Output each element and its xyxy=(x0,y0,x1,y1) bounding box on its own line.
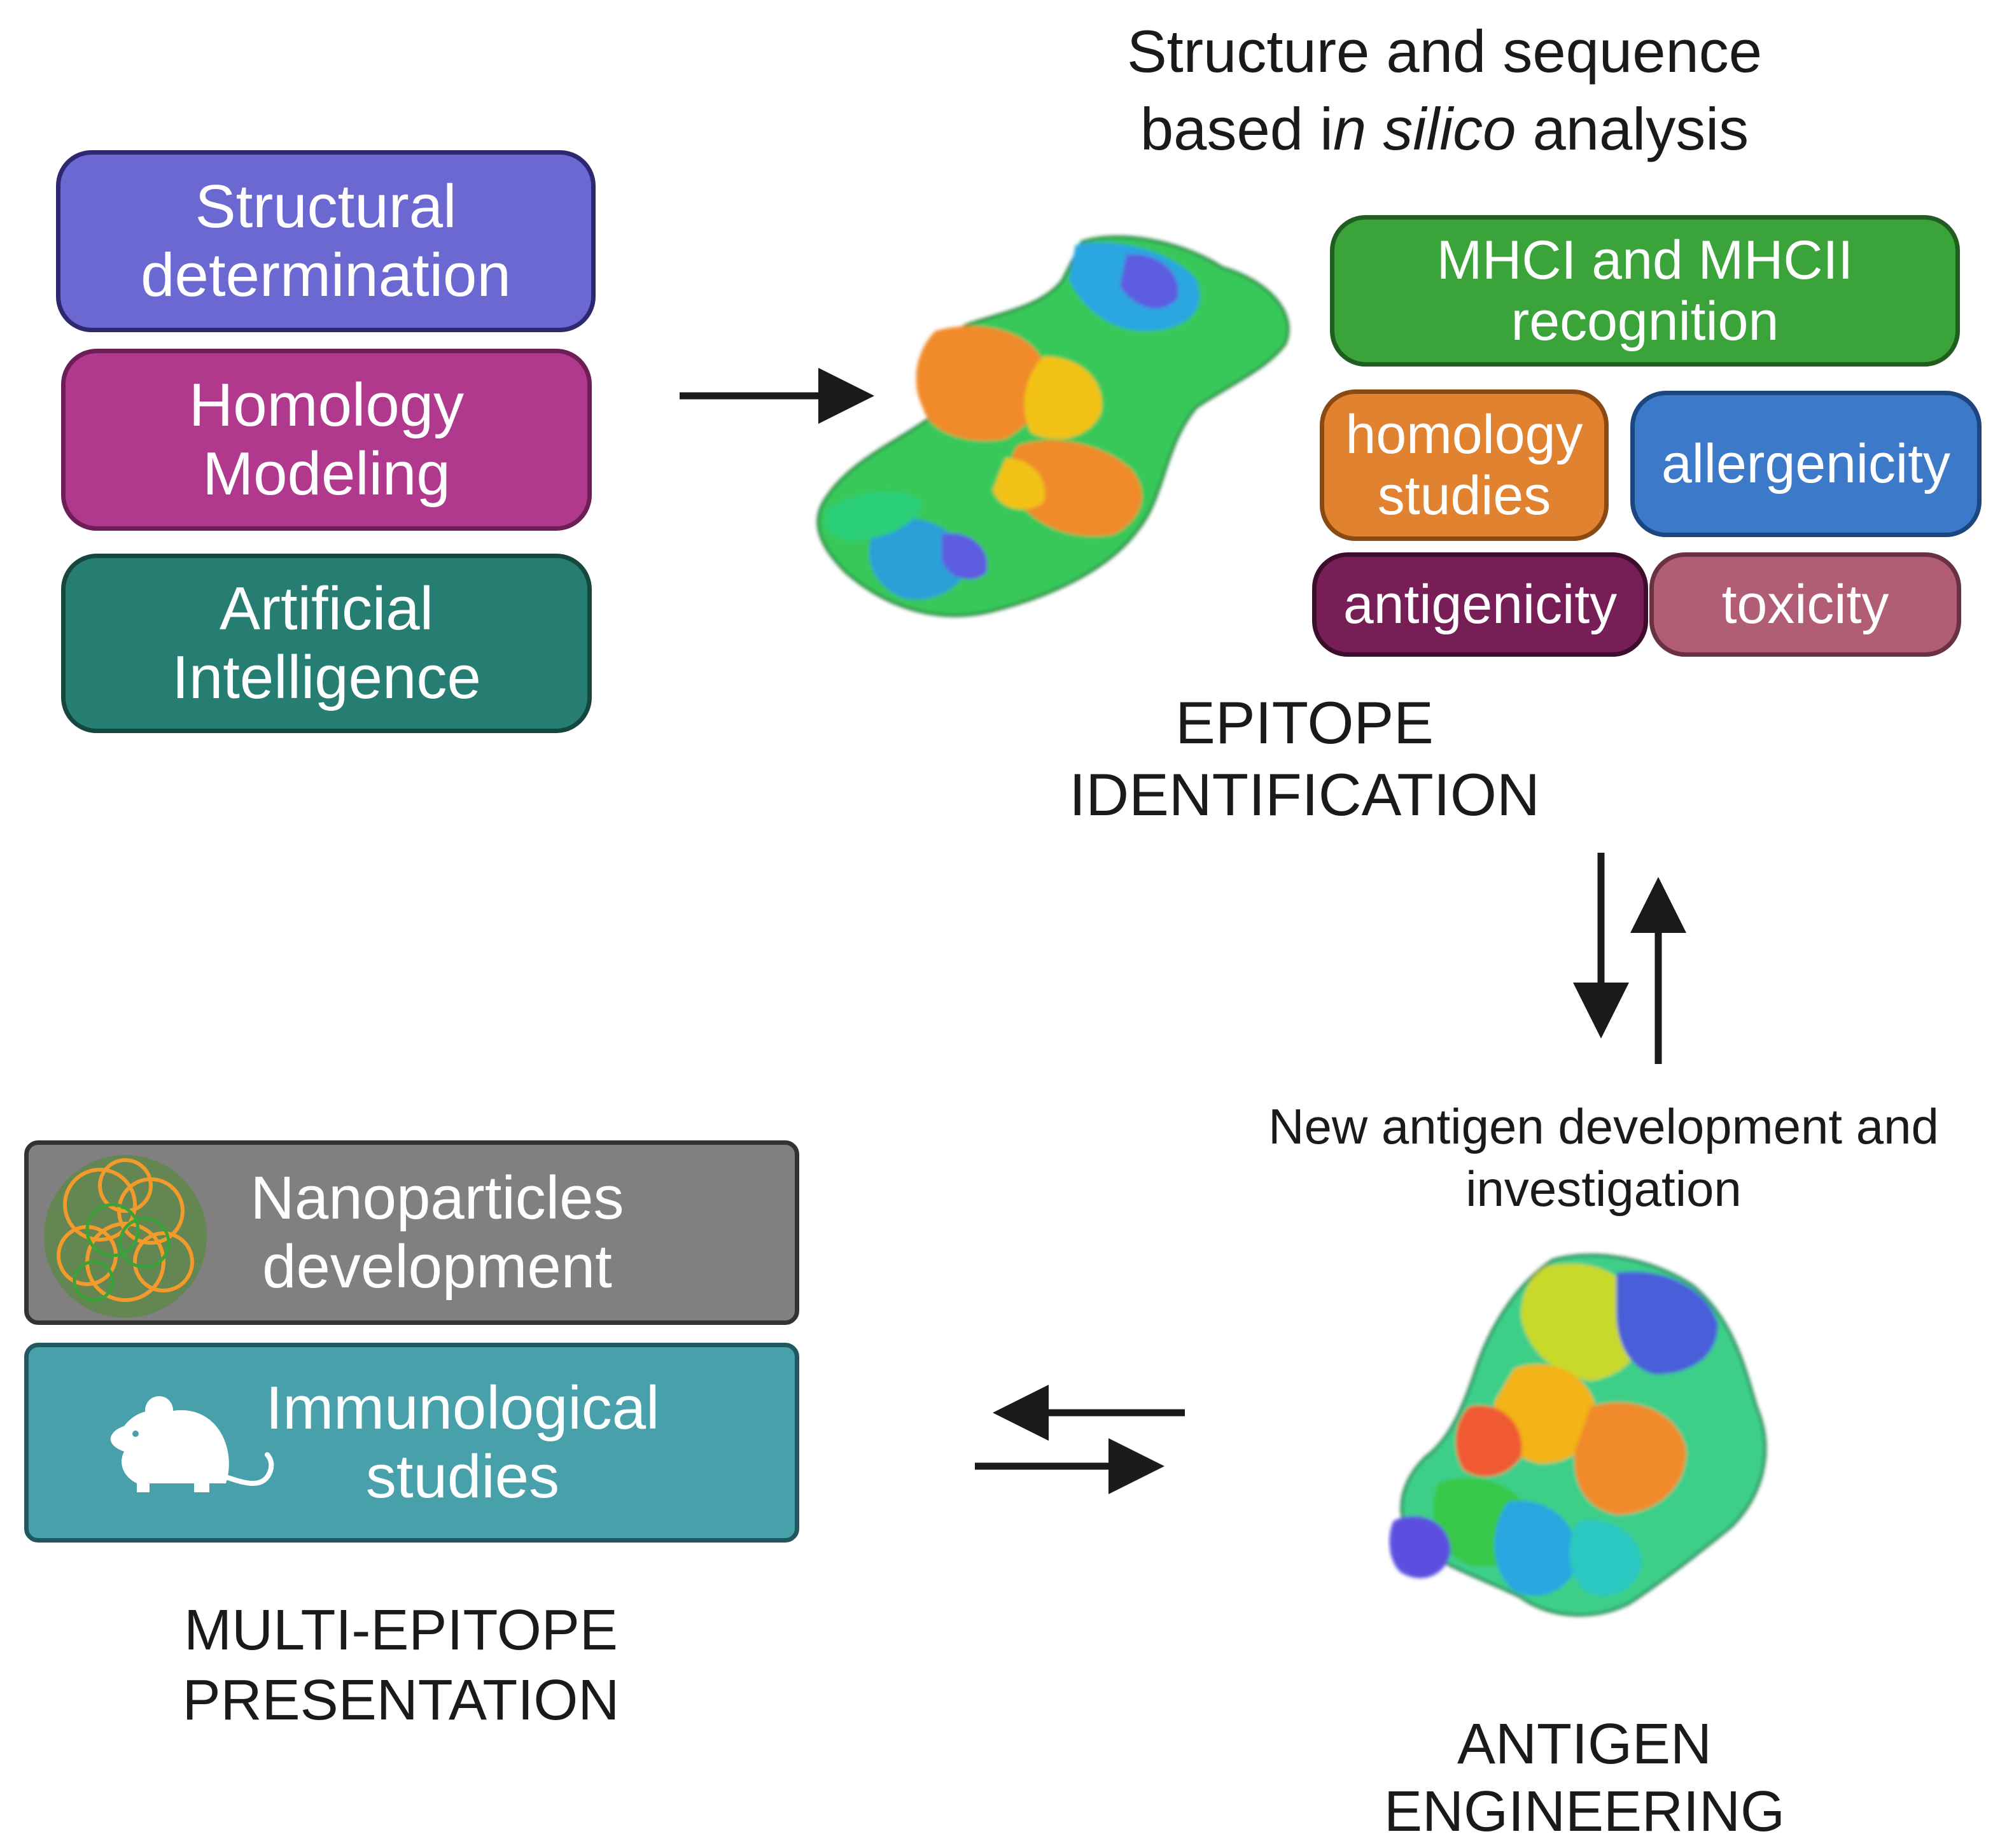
antigenicity-box: antigenicity xyxy=(1312,552,1648,657)
toxicity-box: toxicity xyxy=(1649,552,1961,657)
immunological-studies-box: Immunological studies xyxy=(24,1343,799,1543)
analysis-title: Structure and sequence based in silico a… xyxy=(999,13,1890,168)
artificial-intelligence-box: Artificial Intelligence xyxy=(61,554,592,733)
homology-studies-box: homology studies xyxy=(1320,389,1609,541)
nanoparticles-development-box: Nanoparticles development xyxy=(24,1140,799,1325)
protein-structure-icon xyxy=(816,235,1290,617)
nanoparticle-icon xyxy=(44,1155,207,1318)
epitope-identification-label: EPITOPE IDENTIFICATION xyxy=(1069,689,1540,828)
mhc-recognition-box: MHCI and MHCII recognition xyxy=(1330,215,1960,367)
structural-determination-box: Structural determination xyxy=(56,150,596,332)
protein-structure-icon xyxy=(1389,1254,1767,1617)
allergenicity-box: allergenicity xyxy=(1630,391,1982,537)
multi-epitope-presentation-label: MULTI-EPITOPE PRESENTATION xyxy=(182,1599,620,1732)
analysis-title-line2: based in silico analysis xyxy=(1140,95,1749,163)
homology-modeling-box: Homology Modeling xyxy=(61,349,592,531)
antigen-engineering-label: ANTIGEN ENGINEERING xyxy=(1383,1712,1786,1844)
new-antigen-label: New antigen development and investigatio… xyxy=(1268,1098,1939,1217)
mouse-icon xyxy=(110,1396,274,1492)
analysis-title-line1: Structure and sequence xyxy=(1126,18,1763,85)
